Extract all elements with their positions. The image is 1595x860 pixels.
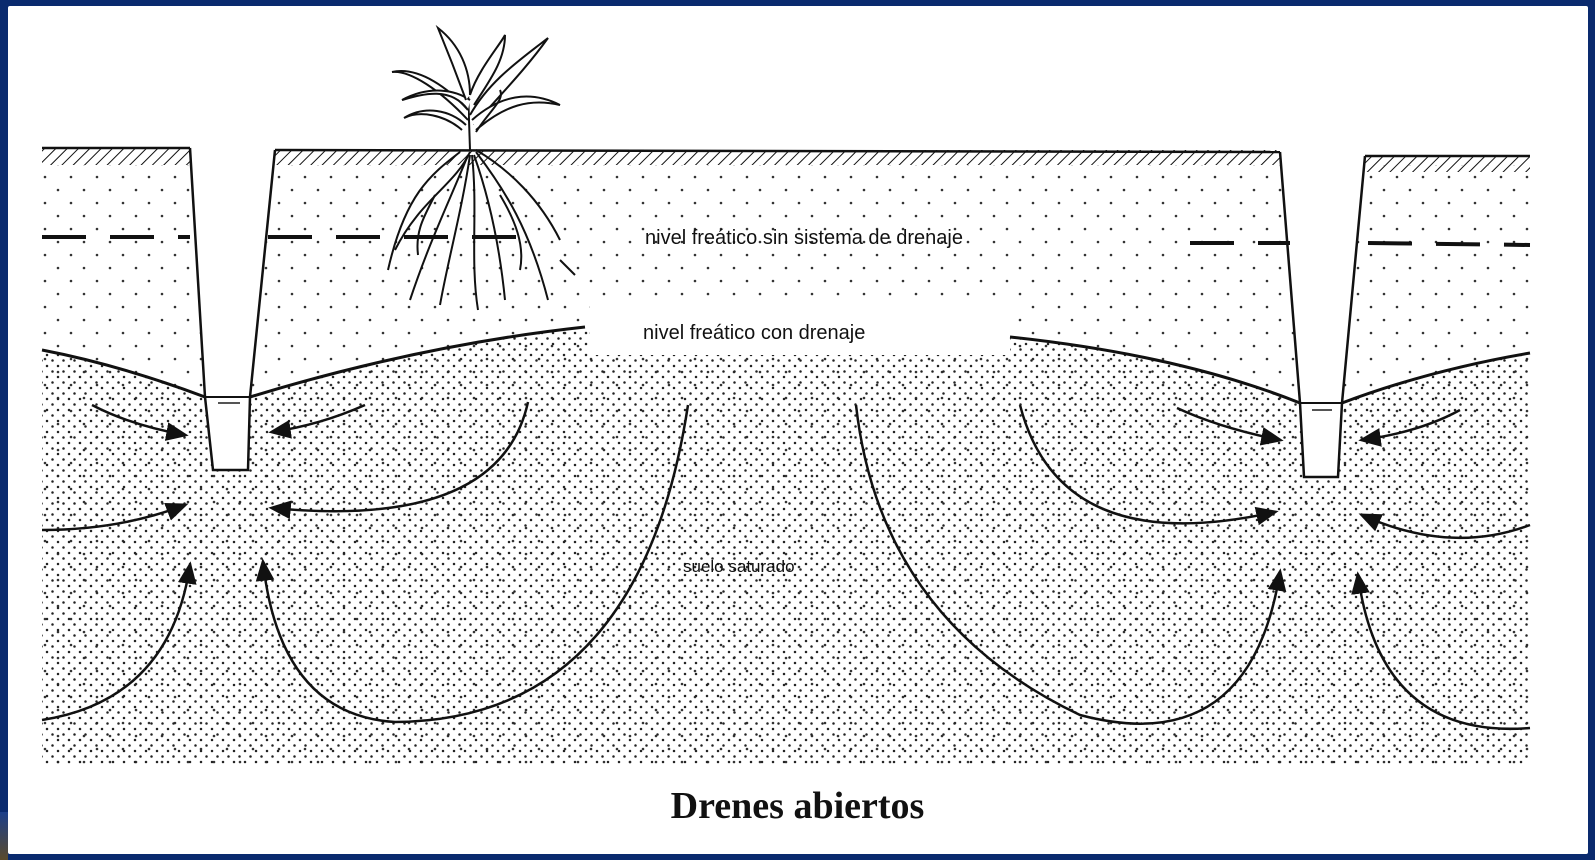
label-saturated-soil: suelo saturado <box>683 557 795 576</box>
diagram-caption: Drenes abiertos <box>0 784 1595 828</box>
label-water-table-without-drainage: nivel freático sin sistema de drenaje <box>645 227 963 249</box>
label-water-table-with-drainage: nivel freático con drenaje <box>643 322 865 344</box>
